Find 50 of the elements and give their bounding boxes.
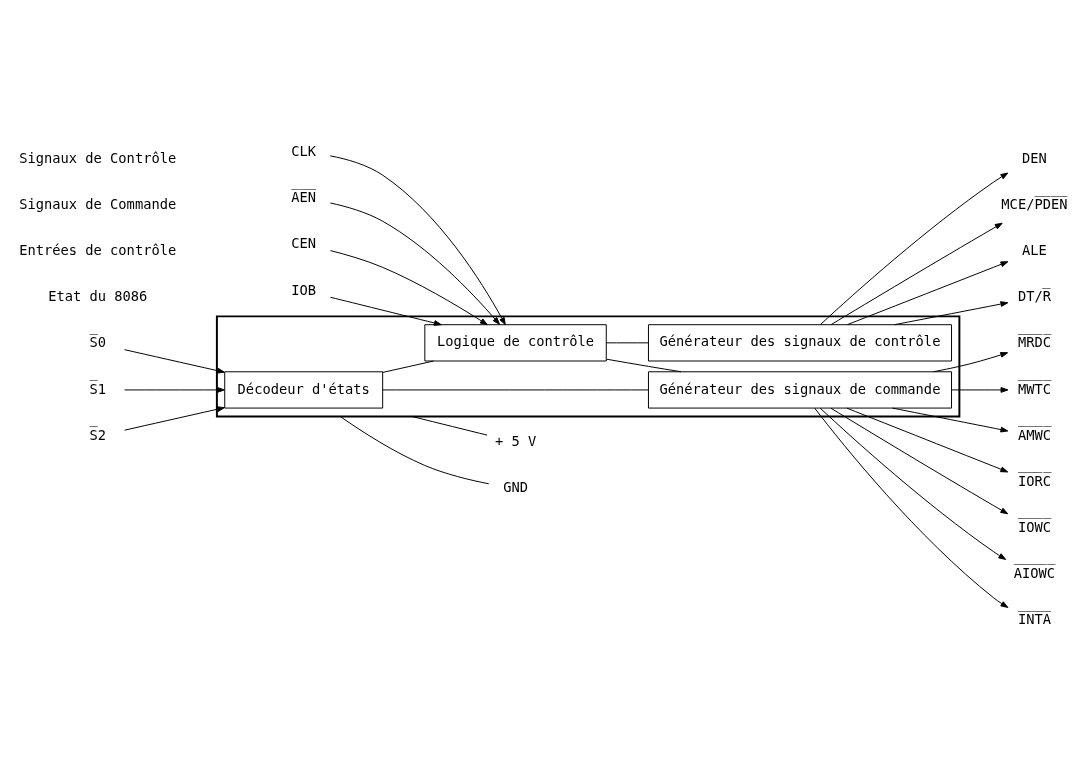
arrow <box>329 296 442 326</box>
label: Etat du 8086 <box>48 287 148 304</box>
node-text: A̅E̅N̅ <box>291 188 317 205</box>
node-text: M̅R̅D̅C̅ <box>1017 333 1051 350</box>
arrow <box>951 386 1009 393</box>
arrow <box>329 202 500 325</box>
node-text: + 5 V <box>494 432 537 449</box>
arrow <box>330 249 488 325</box>
node-text: GND <box>503 478 528 495</box>
arrow <box>892 407 1009 432</box>
arrow <box>124 386 225 393</box>
node-text: I̅O̅R̅C̅ <box>1017 472 1051 489</box>
arrow <box>846 407 1009 472</box>
node-text: S̅0 <box>89 333 106 350</box>
node-text: I̅N̅T̅A̅ <box>1017 610 1051 627</box>
node-text: S̅1 <box>89 380 106 397</box>
arrow <box>820 172 1009 325</box>
label: Entrées de contrôle <box>19 241 177 258</box>
node-text: CLK <box>291 142 317 159</box>
arrow <box>894 300 1009 325</box>
node-text: IOB <box>291 281 317 297</box>
connector <box>382 360 435 373</box>
node-text: A̅I̅O̅W̅C̅ <box>1013 564 1056 581</box>
connector <box>382 388 649 390</box>
node-text: DT/R̅ <box>1017 287 1051 304</box>
node-text: S̅2 <box>89 426 106 443</box>
arrow <box>124 348 225 374</box>
node-box: Générateur des signaux de contrôle <box>647 323 952 361</box>
node-text: M̅W̅T̅C̅ <box>1017 380 1051 397</box>
node-text: DEN <box>1022 149 1047 166</box>
node-box: Décodeur d'états <box>224 370 384 409</box>
arrow <box>329 154 506 325</box>
node-text: I̅O̅W̅C̅ <box>1017 518 1051 535</box>
node-box: Logique de contrôle <box>424 323 607 361</box>
label: Signaux de Contrôle <box>19 149 177 166</box>
label: Signaux de Commande <box>19 195 177 212</box>
arrow <box>124 405 225 431</box>
arrow <box>819 407 1007 560</box>
connector <box>339 415 490 484</box>
arrow <box>830 407 1009 514</box>
node-text: MCE/P̅D̅E̅N̅ <box>1001 195 1068 212</box>
node-text: A̅M̅W̅C̅ <box>1017 426 1051 443</box>
node-text: ALE <box>1022 241 1047 258</box>
arrow <box>830 222 1003 325</box>
connector <box>411 415 488 436</box>
arrow <box>814 407 1009 608</box>
node-box: Générateur des signaux de commande <box>647 370 952 409</box>
arrow <box>846 260 1009 325</box>
node-text: CEN <box>291 234 317 251</box>
connector <box>605 341 649 343</box>
